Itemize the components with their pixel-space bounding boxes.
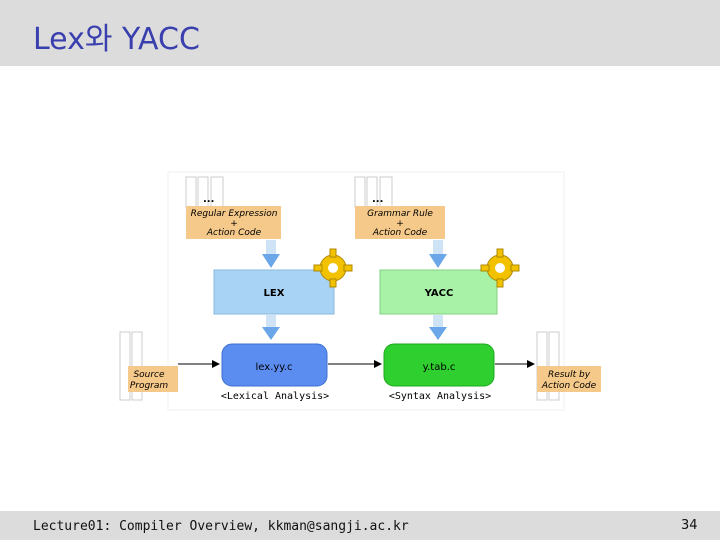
- footer-text: Lecture01: Compiler Overview, kkman@sang…: [33, 519, 409, 534]
- yacc-input-line1: Grammar Rule: [367, 209, 433, 219]
- arrow-down-icon: [429, 315, 447, 340]
- doc-marker-yacc: ...: [372, 194, 383, 205]
- lex-input-line1: Regular Expression: [191, 209, 278, 219]
- yacc-box-label: YACC: [424, 288, 454, 299]
- yacc-output-box: [383, 343, 495, 387]
- lex-box: [213, 269, 335, 315]
- footer-bar: [0, 511, 720, 540]
- gear-icon: [480, 248, 520, 288]
- arrow-down-icon: [262, 315, 280, 340]
- title-bar: [0, 0, 720, 66]
- yacc-output-label: y.tab.c: [423, 362, 456, 373]
- lex-input-line2: +: [230, 219, 238, 229]
- result-line2: Action Code: [541, 381, 597, 391]
- source-line2: Program: [130, 381, 169, 391]
- gear-icon: [313, 248, 353, 288]
- source-line1: Source: [133, 370, 165, 380]
- lex-input-line3: Action Code: [206, 228, 262, 238]
- lex-input-label: [186, 206, 281, 239]
- yacc-input-label: [355, 206, 445, 239]
- lex-box-label: LEX: [264, 288, 285, 299]
- lex-output-box: [221, 343, 328, 387]
- doc-marker-lex: ...: [203, 194, 214, 205]
- document-stack-icon: [354, 176, 393, 208]
- lex-output-label: lex.yy.c: [256, 362, 293, 373]
- lex-caption: <Lexical Analysis>: [221, 391, 329, 402]
- yacc-box: [379, 269, 498, 315]
- figure-frame: [167, 171, 565, 411]
- arrow-down-icon: [429, 240, 447, 268]
- slide-title: Lex와 YACC: [33, 22, 200, 57]
- source-program-label: [128, 366, 178, 392]
- yacc-input-line2: +: [396, 219, 404, 229]
- yacc-caption: <Syntax Analysis>: [389, 391, 491, 402]
- result-label: [537, 366, 601, 392]
- arrow-down-icon: [262, 240, 280, 268]
- yacc-input-line3: Action Code: [372, 228, 428, 238]
- result-line1: Result by: [548, 370, 591, 380]
- page-number: 34: [681, 518, 698, 533]
